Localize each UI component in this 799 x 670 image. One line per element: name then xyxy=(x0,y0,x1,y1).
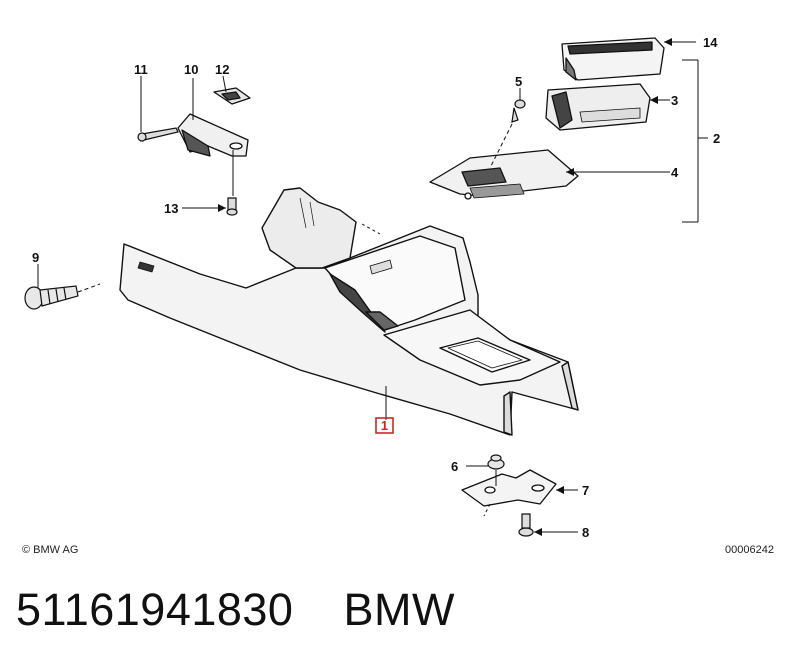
nut-part-6 xyxy=(487,454,505,470)
callout-4: 4 xyxy=(671,165,679,180)
screw-part-5 xyxy=(511,99,526,123)
copyright-text: © BMW AG xyxy=(22,544,78,556)
brand-name: BMW xyxy=(343,584,455,635)
part-caption: 51161941830 BMW xyxy=(16,584,455,644)
callout-12: 12 xyxy=(215,62,229,77)
callout-1: 1 xyxy=(381,418,388,433)
bracket-part xyxy=(177,87,251,157)
callout-13: 13 xyxy=(164,201,178,216)
callout-7: 7 xyxy=(582,483,589,498)
callout-8: 8 xyxy=(582,525,589,540)
callout-5: 5 xyxy=(515,74,522,89)
screw-part-8 xyxy=(518,513,534,537)
ashtray-housing-part xyxy=(545,83,651,131)
leader-lines xyxy=(37,41,708,533)
part-number: 51161941830 xyxy=(16,584,294,635)
expansion-rivet-part-9 xyxy=(24,285,79,310)
image-code: 00006242 xyxy=(725,544,774,556)
callout-9: 9 xyxy=(32,250,39,265)
ashtray-frame-part xyxy=(429,149,579,200)
parts-diagram: 1 2 3 4 5 6 7 8 9 10 11 12 13 14 © BMW A… xyxy=(22,35,774,556)
callout-6: 6 xyxy=(451,459,458,474)
callout-10: 10 xyxy=(184,62,198,77)
arrowheads xyxy=(218,38,672,536)
screw-part-13 xyxy=(226,197,238,216)
callout-2: 2 xyxy=(713,131,720,146)
callout-14: 14 xyxy=(703,35,718,50)
center-console-part xyxy=(119,187,579,436)
callout-1-highlight-box xyxy=(375,417,394,434)
callout-3: 3 xyxy=(671,93,678,108)
ashtray-insert-part xyxy=(561,37,665,81)
callout-11: 11 xyxy=(134,62,148,77)
bracket-part-7 xyxy=(461,469,557,507)
screw-part-11 xyxy=(137,127,179,142)
